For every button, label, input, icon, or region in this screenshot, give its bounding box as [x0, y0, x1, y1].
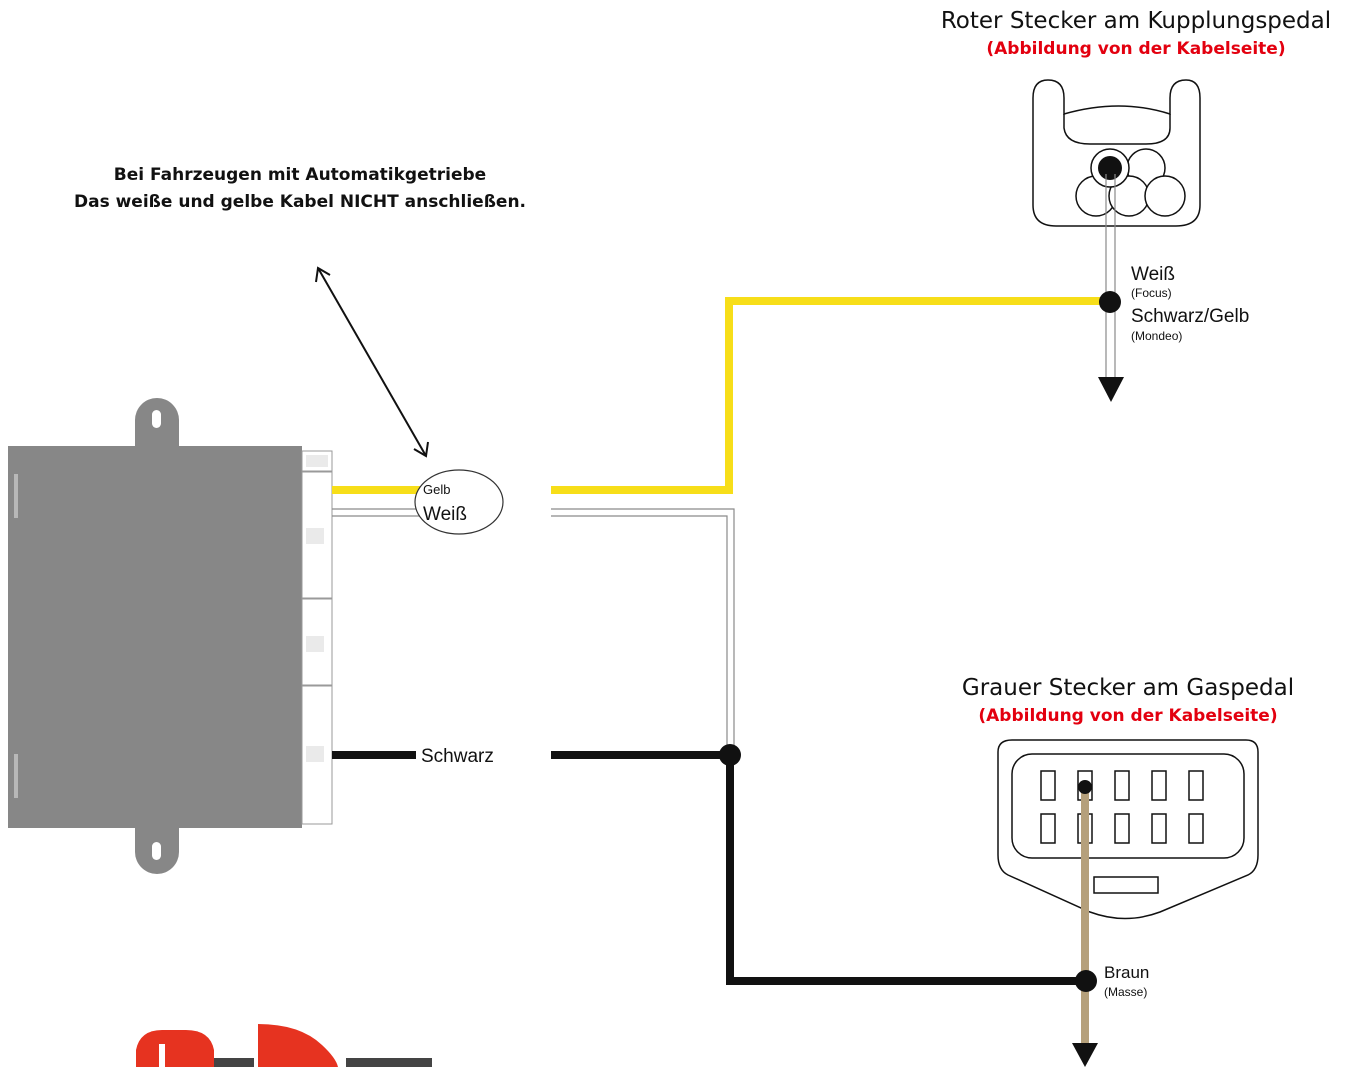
clutch-wire-note-2: (Mondeo)	[1131, 329, 1182, 343]
clutch-connector-title: Roter Stecker am Kupplungspedal	[941, 8, 1331, 34]
clutch-junction-dot	[1099, 291, 1121, 313]
module-white-wire	[332, 508, 420, 517]
clutch-connector: Roter Stecker am Kupplungspedal (Abbildu…	[941, 8, 1331, 402]
note-double-arrow	[315, 266, 429, 458]
black-route	[551, 751, 1086, 985]
weiss-label: Weiß	[423, 504, 467, 525]
wire-label-ellipse: Gelb Weiß	[414, 469, 504, 535]
clutch-wire-note-1: (Focus)	[1131, 286, 1172, 300]
note-line-1: Bei Fahrzeugen mit Automatikgetriebe	[114, 165, 486, 185]
brand-logo-partial	[136, 1024, 432, 1067]
gas-connector-subtitle: (Abbildung von der Kabelseite)	[978, 706, 1277, 726]
control-module	[8, 398, 333, 874]
gas-junction-dot	[1075, 970, 1097, 992]
gas-wire-label: Braun	[1104, 963, 1149, 982]
clutch-connector-subtitle: (Abbildung von der Kabelseite)	[986, 39, 1285, 59]
note-line-2: Das weiße und gelbe Kabel NICHT anschlie…	[74, 192, 526, 212]
automatic-note: Bei Fahrzeugen mit Automatikgetriebe Das…	[74, 165, 526, 212]
gelb-label: Gelb	[423, 482, 450, 497]
black-junction-dot	[719, 744, 741, 766]
clutch-wire-label-1: Weiß	[1131, 264, 1175, 285]
white-route	[551, 508, 735, 752]
schwarz-label: Schwarz	[421, 746, 494, 767]
gas-wire-note: (Masse)	[1104, 985, 1147, 999]
clutch-wire-label-2: Schwarz/Gelb	[1131, 306, 1249, 327]
gas-connector-title: Grauer Stecker am Gaspedal	[962, 675, 1294, 701]
gas-connector: Grauer Stecker am Gaspedal (Abbildung vo…	[962, 675, 1294, 1067]
yellow-route	[551, 297, 1110, 494]
